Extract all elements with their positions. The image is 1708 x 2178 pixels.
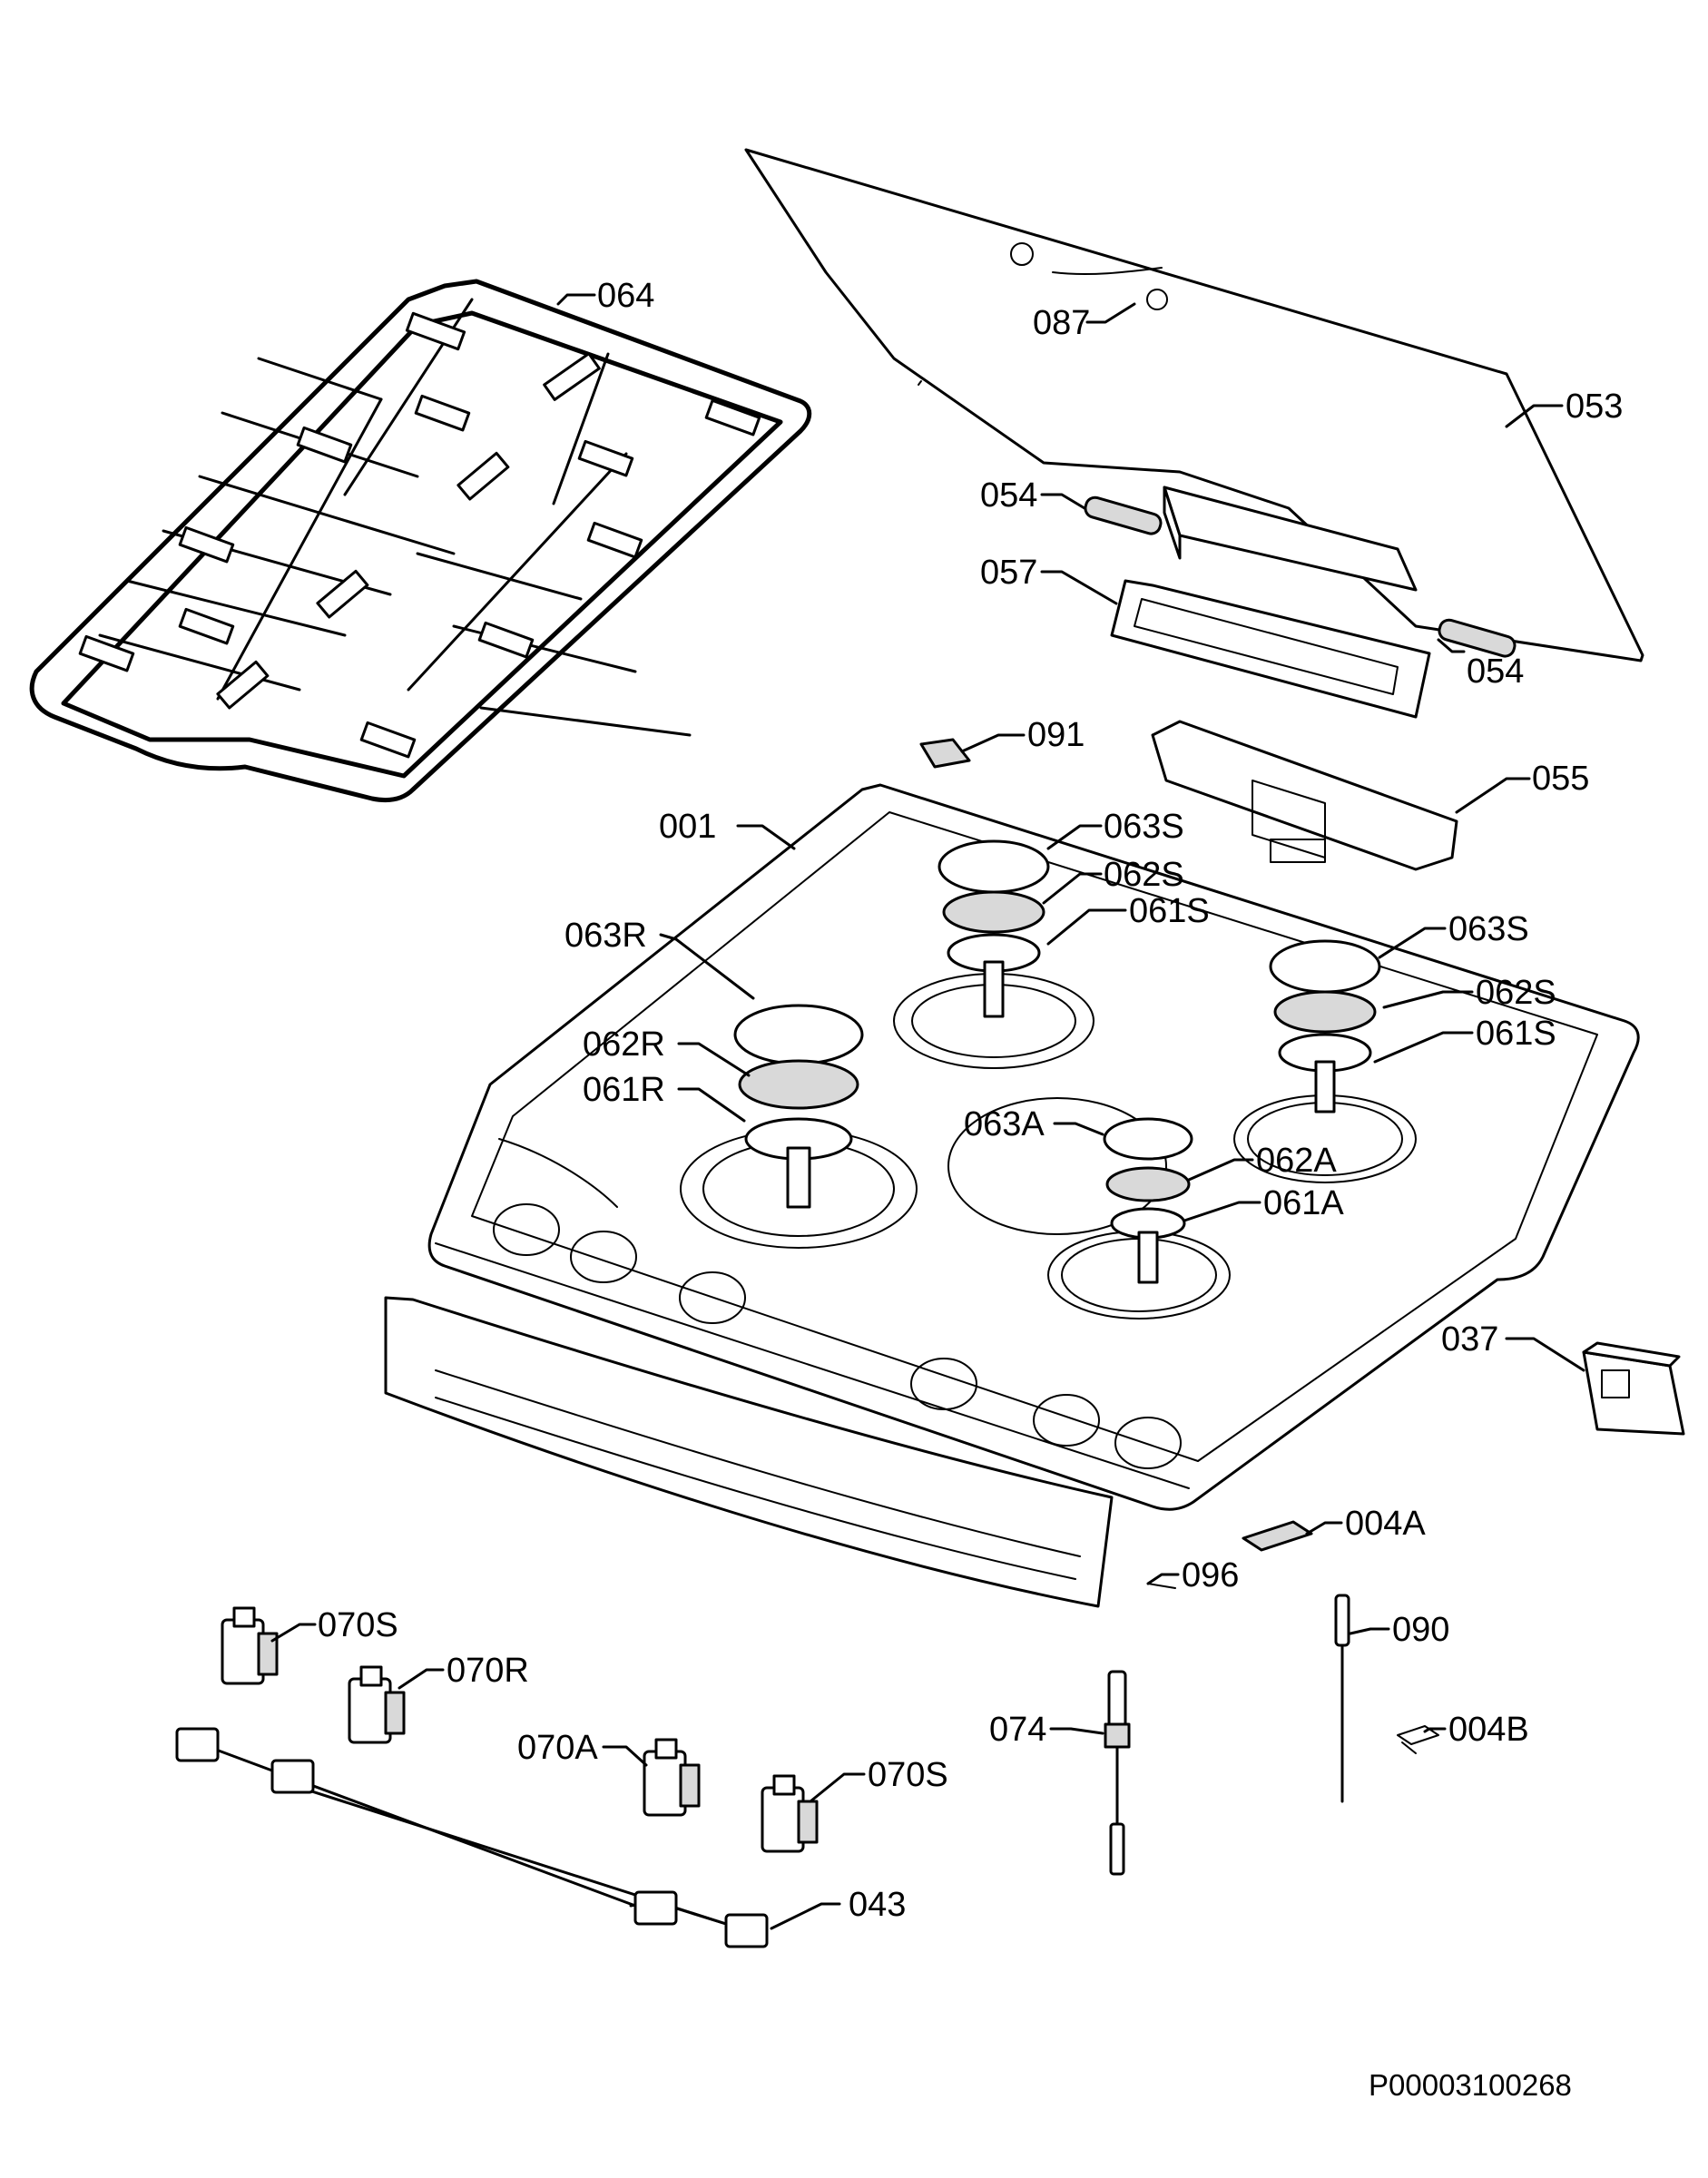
callout-063S-right: 063S — [1448, 910, 1529, 948]
callout-063A: 063A — [964, 1105, 1045, 1143]
callout-064: 064 — [597, 277, 654, 315]
callout-063R: 063R — [564, 917, 647, 955]
callout-062A: 062A — [1256, 1142, 1337, 1180]
part-004B-clip — [1397, 1725, 1439, 1754]
part-043-ignition-harness — [175, 1727, 769, 1948]
callout-061S-rear: 061S — [1129, 892, 1210, 930]
callout-070S-left: 070S — [318, 1606, 398, 1644]
part-053-glass-lid — [744, 148, 1644, 662]
callout-070A: 070A — [517, 1729, 598, 1767]
callout-070S-right: 070S — [868, 1756, 948, 1794]
callout-063S-rear: 063S — [1104, 808, 1184, 846]
callout-054-upper: 054 — [980, 476, 1037, 515]
burner-rapid — [733, 1004, 864, 1209]
part-070R-gas-tap — [348, 1665, 406, 1744]
callout-004B: 004B — [1448, 1711, 1529, 1749]
part-096-front-panel — [384, 1296, 1176, 1608]
callout-061A: 061A — [1263, 1184, 1344, 1222]
part-057-frame — [1110, 579, 1431, 719]
callout-062S-right: 062S — [1476, 974, 1556, 1012]
callout-061S-right: 061S — [1476, 1015, 1556, 1053]
callout-070R: 070R — [447, 1652, 529, 1690]
burner-auxiliary — [1103, 1117, 1193, 1284]
callout-043: 043 — [849, 1886, 906, 1924]
callout-037: 037 — [1441, 1320, 1498, 1359]
callout-096: 096 — [1182, 1556, 1239, 1594]
callout-057: 057 — [980, 554, 1037, 592]
callout-053: 053 — [1566, 388, 1623, 426]
callout-074: 074 — [989, 1711, 1046, 1749]
callout-004A: 004A — [1345, 1505, 1426, 1543]
callout-061R: 061R — [583, 1071, 665, 1109]
part-091-clip — [919, 738, 971, 769]
part-004A-spacer — [1242, 1520, 1313, 1552]
diagram-reference-code: P00003100268 — [1369, 2068, 1572, 2102]
callout-090: 090 — [1392, 1611, 1449, 1649]
part-037-ignition-unit — [1582, 1341, 1685, 1436]
callout-labels: 064 087 053 054 054 057 091 055 001 063S… — [318, 277, 1623, 1924]
part-064-pan-support — [29, 279, 812, 803]
callout-001: 001 — [659, 808, 716, 846]
callout-062R: 062R — [583, 1025, 665, 1064]
callout-054-lower: 054 — [1467, 652, 1524, 691]
burner-semi-rapid-rear — [937, 839, 1050, 1018]
part-001-hob-body — [427, 783, 1640, 1511]
callout-091: 091 — [1027, 716, 1085, 754]
part-055-bracket — [1151, 720, 1458, 871]
callout-leaders — [270, 293, 1585, 1930]
callout-062S-rear: 062S — [1104, 856, 1184, 894]
callout-087: 087 — [1033, 304, 1090, 342]
callout-055: 055 — [1532, 760, 1589, 798]
part-074-electrode — [1104, 1670, 1131, 1876]
burner-semi-rapid-right — [1269, 939, 1381, 1114]
part-054-hinge-pins — [1084, 495, 1517, 658]
part-090-thermocouple — [1334, 1594, 1350, 1803]
part-070A-gas-tap — [643, 1738, 701, 1817]
part-070S-gas-tap-right — [761, 1774, 819, 1853]
part-070S-gas-tap-left — [221, 1606, 279, 1685]
